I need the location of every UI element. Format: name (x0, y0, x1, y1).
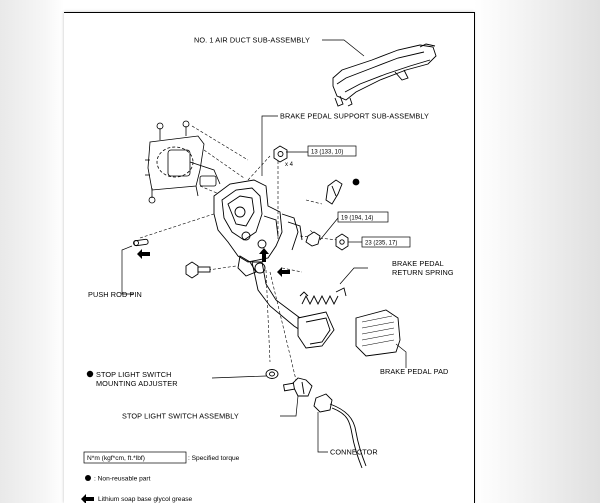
brake-booster-drawing (145, 120, 221, 204)
air-duct-drawing (332, 43, 437, 107)
switch-assembly-drawing (283, 377, 313, 397)
legend-non-reusable-text: : Non-reusable part (94, 476, 151, 483)
pivot-bolt-drawing (185, 261, 211, 279)
viewer-right-margin (474, 0, 600, 503)
label-push-rod-pin: PUSH ROD PIN (88, 290, 142, 299)
guide-lines-support (207, 155, 339, 381)
non-reusable-dot-adjuster (86, 370, 94, 378)
torque-value-nut-x4: 13 (133, 10) (311, 150, 343, 156)
viewer-left-margin (0, 0, 64, 503)
nut-drawing (335, 233, 349, 251)
legend-grease-arrow (81, 494, 94, 503)
torque-nut: 23 (235, 17) (361, 236, 411, 248)
grease-arrow-push-rod (137, 249, 150, 259)
legend-torque-units: N*m (kgf*cm, ft.*lbf) (87, 455, 145, 462)
legend: N*m (kgf*cm, ft.*lbf) : Specified torque… (81, 451, 240, 503)
label-adjuster-2: MOUNTING ADJUSTER (96, 379, 178, 388)
push-rod-pin-drawing (133, 238, 149, 247)
torque-value-bolt: 19 (194, 14) (341, 216, 373, 222)
label-adjuster-1: STOP LIGHT SWITCH (96, 370, 172, 379)
page-top-border (64, 12, 474, 13)
grease-arrow-pivot (259, 248, 269, 262)
label-pedal-pad: BRAKE PEDAL PAD (380, 367, 448, 376)
legend-grease-text: Lithium soap base glycol grease (98, 496, 193, 503)
manual-page (64, 12, 474, 503)
leader-lines (121, 39, 407, 453)
label-brake-pedal-support: BRAKE PEDAL SUPPORT SUB-ASSEMBLY (280, 112, 429, 121)
label-air-duct: NO. 1 AIR DUCT SUB-ASSEMBLY (194, 36, 310, 45)
page-right-border (474, 12, 475, 503)
torque-bolt: 19 (194, 14) (337, 211, 389, 223)
clip-drawing (325, 179, 343, 205)
legend-non-reusable-dot (85, 475, 91, 481)
torque-nut-x4: 13 (133, 10) x 4 (285, 145, 357, 168)
bolt-drawing (305, 231, 321, 247)
label-return-spring-1: BRAKE PEDAL (392, 259, 444, 268)
return-spring-drawing (299, 287, 347, 306)
legend-torque-box (83, 451, 187, 464)
label-return-spring-2: RETURN SPRING (392, 268, 454, 277)
brake-pedal-support-drawing (213, 179, 335, 349)
label-connector: CONNECTOR (330, 448, 378, 457)
brake-pedal-pad-drawing (355, 309, 401, 357)
legend-torque-desc: : Specified torque (188, 455, 240, 462)
non-reusable-dot-clip (352, 178, 360, 186)
nut-x4-drawing (273, 145, 288, 163)
connector-drawing (313, 393, 367, 469)
torque-value-nut: 23 (235, 17) (365, 241, 397, 247)
grease-arrow-spring (277, 267, 290, 277)
adjuster-drawing (265, 369, 279, 379)
label-switch-assembly: STOP LIGHT SWITCH ASSEMBLY (122, 412, 239, 421)
grease-arrows (137, 248, 290, 277)
quantity-label: x 4 (285, 162, 294, 168)
